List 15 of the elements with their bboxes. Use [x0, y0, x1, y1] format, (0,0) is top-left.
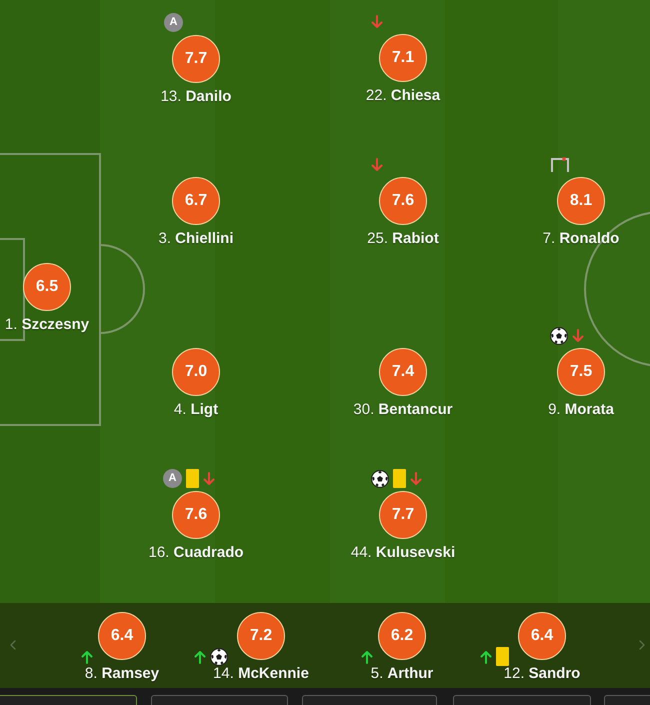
player-name: 1. Szczesny — [4, 316, 90, 334]
player-name: 13. Danilo — [160, 88, 232, 106]
player-name: 44. Kulusevski — [350, 544, 456, 562]
player-name: 30. Bentancur — [353, 401, 453, 419]
player-name: 16. Cuadrado — [148, 544, 244, 562]
player-name: 3. Chiellini — [158, 230, 234, 248]
player-name: 9. Morata — [548, 401, 614, 419]
player-name: 5. Arthur — [370, 665, 434, 683]
player-name: 7. Ronaldo — [542, 230, 620, 248]
player-name: 22. Chiesa — [366, 87, 440, 105]
player-name: 8. Ramsey — [84, 665, 160, 683]
player-name: 4. Ligt — [174, 401, 218, 419]
player-name: 25. Rabiot — [367, 230, 439, 248]
player-name: 14. McKennie — [213, 665, 309, 683]
player-name: 12. Sandro — [504, 665, 580, 683]
